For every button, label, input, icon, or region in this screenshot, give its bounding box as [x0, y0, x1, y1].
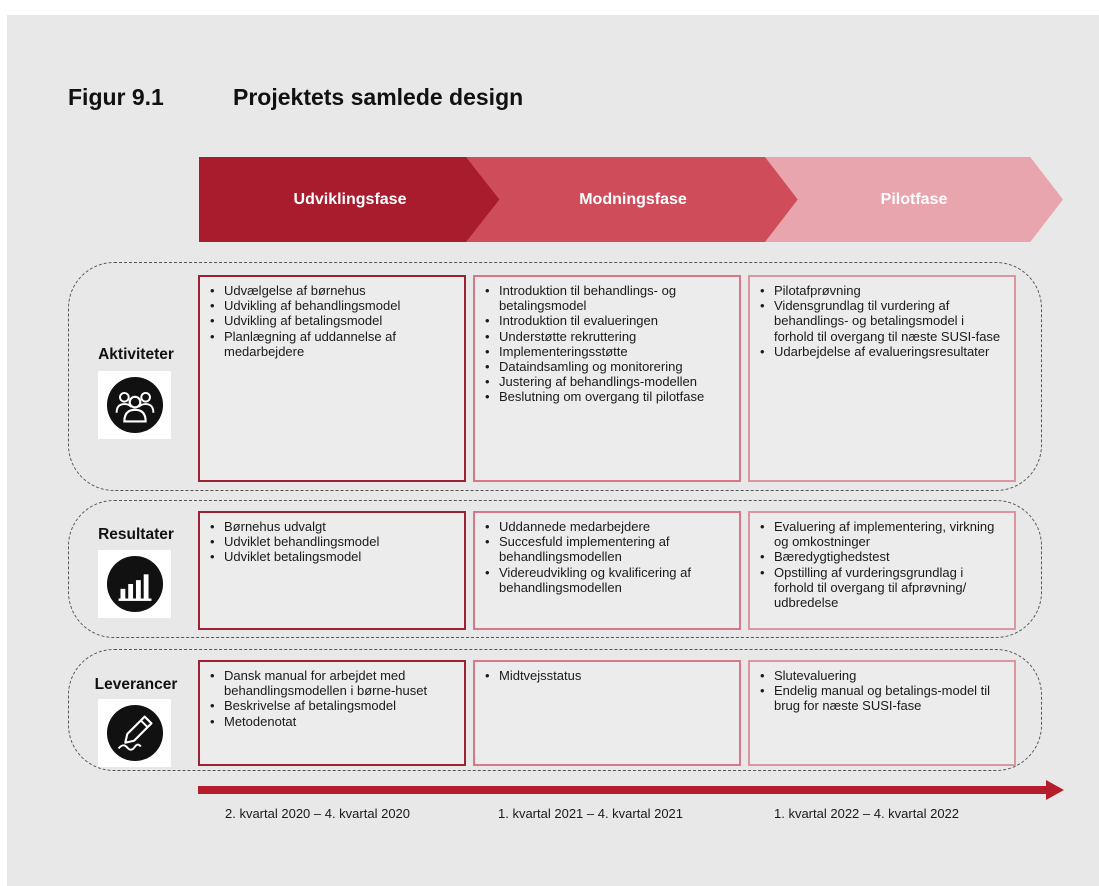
period-label-2020: 2. kvartal 2020 – 4. kvartal 2020	[225, 806, 411, 821]
list-item: Midtvejsstatus	[483, 668, 731, 683]
aktiviteter-row-outline	[68, 262, 1042, 491]
list-item: Vidensgrundlag til vurdering af behandli…	[758, 298, 1006, 344]
bullet-list: Pilotafprøvning Vidensgrundlag til vurde…	[758, 283, 1006, 359]
resultater-modning-cell: Uddannede medarbejdere Succesfuld implem…	[473, 511, 741, 630]
people-group-icon	[98, 371, 171, 439]
list-item: Metodenotat	[208, 714, 456, 729]
phase-label: Udviklingsfase	[293, 190, 407, 208]
list-item: Dataindsamling og monitorering	[483, 359, 731, 374]
resultater-udvikling-cell: Børnehus udvalgt Udviklet behandlingsmod…	[198, 511, 466, 630]
phase-modning-chevron: Modningsfase	[466, 157, 800, 242]
list-item: Planlægning af uddannelse af medarbejder…	[208, 329, 456, 359]
leverancer-modning-cell: Midtvejsstatus	[473, 660, 741, 766]
list-item: Introduktion til behandlings- og betalin…	[483, 283, 731, 313]
list-item: Udvikling af betalingsmodel	[208, 313, 456, 328]
list-item: Beskrivelse af betalingsmodel	[208, 698, 456, 713]
list-item: Udvikling af behandlingsmodel	[208, 298, 456, 313]
list-item: Slutevaluering	[758, 668, 1006, 683]
list-item: Udviklet betalingsmodel	[208, 549, 456, 564]
phase-label: Modningsfase	[579, 190, 687, 208]
list-item: Børnehus udvalgt	[208, 519, 456, 534]
bullet-list: Slutevaluering Endelig manual og betalin…	[758, 668, 1006, 714]
list-item: Dansk manual for arbejdet med behandling…	[208, 668, 456, 698]
row-label-aktiviteter: Aktiviteter	[98, 346, 174, 363]
phase-pilot-chevron: Pilotfase	[765, 157, 1063, 242]
resultater-row-outline	[68, 500, 1042, 638]
bullet-list: Midtvejsstatus	[483, 668, 731, 683]
list-item: Succesfuld implementering af behandlings…	[483, 534, 731, 564]
period-label-2022: 1. kvartal 2022 – 4. kvartal 2022	[774, 806, 960, 821]
figure-number: Figur 9.1	[68, 84, 164, 110]
bullet-list: Evaluering af implementering, virkning o…	[758, 519, 1006, 610]
bullet-list: Børnehus udvalgt Udviklet behandlingsmod…	[208, 519, 456, 565]
phase-udvikling-chevron: Udviklingsfase	[199, 157, 501, 242]
list-item: Understøtte rekruttering	[483, 329, 731, 344]
list-item: Uddannede medarbejdere	[483, 519, 731, 534]
bullet-list: Dansk manual for arbejdet med behandling…	[208, 668, 456, 729]
list-item: Udarbejdelse af evalueringsresultater	[758, 344, 1006, 359]
aktiviteter-pilot-cell: Pilotafprøvning Vidensgrundlag til vurde…	[748, 275, 1016, 482]
row-label-leverancer: Leverancer	[94, 676, 178, 693]
row-label-resultater: Resultater	[98, 526, 174, 543]
bullet-list: Udvælgelse af børnehus Udvikling af beha…	[208, 283, 456, 359]
list-item: Pilotafprøvning	[758, 283, 1006, 298]
leverancer-pilot-cell: Slutevaluering Endelig manual og betalin…	[748, 660, 1016, 766]
resultater-pilot-cell: Evaluering af implementering, virkning o…	[748, 511, 1016, 630]
leverancer-udvikling-cell: Dansk manual for arbejdet med behandling…	[198, 660, 466, 766]
list-item: Udviklet behandlingsmodel	[208, 534, 456, 549]
list-item: Introduktion til evalueringen	[483, 313, 731, 328]
list-item: Videreudvikling og kvalificering af beha…	[483, 565, 731, 595]
list-item: Justering af behandlings-modellen	[483, 374, 731, 389]
figure-title: Projektets samlede design	[233, 84, 524, 110]
leverancer-row-outline	[68, 649, 1042, 771]
list-item: Implementeringsstøtte	[483, 344, 731, 359]
list-item: Bæredygtighedstest	[758, 549, 1006, 564]
phase-label: Pilotfase	[880, 190, 948, 208]
list-item: Beslutning om overgang til pilotfase	[483, 389, 731, 404]
list-item: Opstilling af vurderingsgrundlag i forho…	[758, 565, 1006, 611]
list-item: Udvælgelse af børnehus	[208, 283, 456, 298]
bullet-list: Introduktion til behandlings- og betalin…	[483, 283, 731, 405]
period-label-2021: 1. kvartal 2021 – 4. kvartal 2021	[498, 806, 684, 821]
list-item: Endelig manual og betalings-model til br…	[758, 683, 1006, 713]
timeline-arrow	[198, 780, 1064, 800]
aktiviteter-modning-cell: Introduktion til behandlings- og betalin…	[473, 275, 741, 482]
list-item: Evaluering af implementering, virkning o…	[758, 519, 1006, 549]
bullet-list: Uddannede medarbejdere Succesfuld implem…	[483, 519, 731, 595]
bar-chart-icon	[98, 550, 171, 618]
aktiviteter-udvikling-cell: Udvælgelse af børnehus Udvikling af beha…	[198, 275, 466, 482]
pen-signing-icon	[98, 699, 171, 767]
